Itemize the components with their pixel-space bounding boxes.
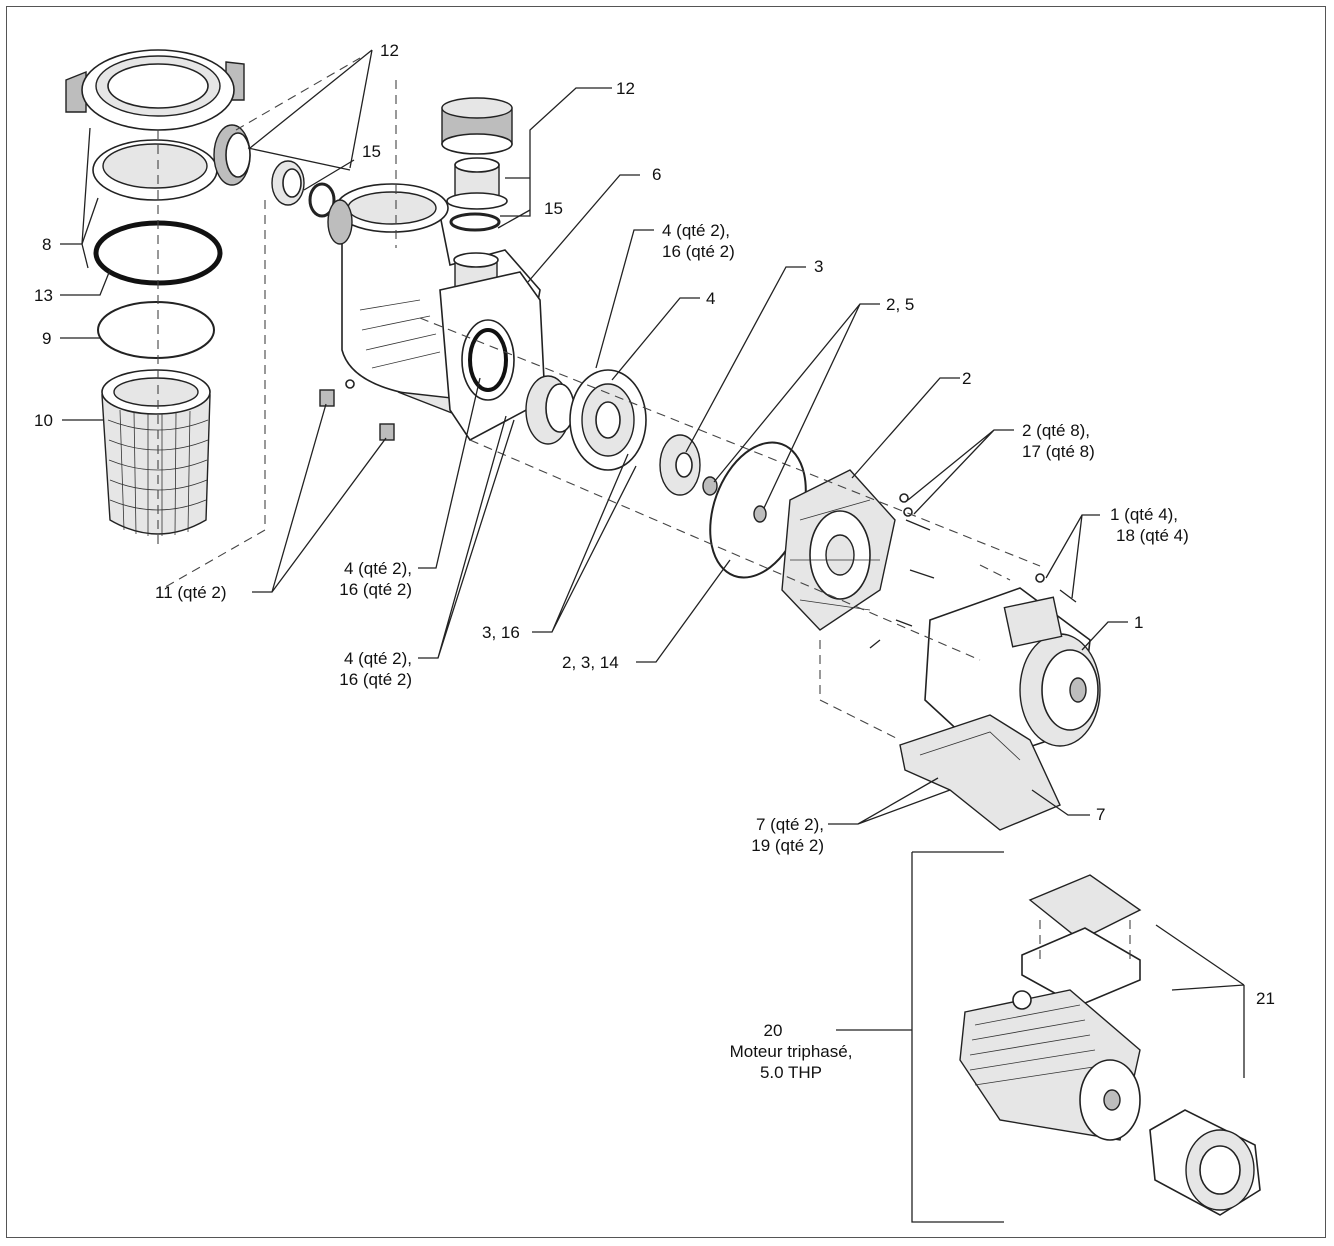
callout-12-left: 12: [380, 41, 399, 60]
gasket-center-seal: [753, 505, 767, 523]
callout-4-16-mid-line2: 16 (qté 2): [339, 580, 412, 599]
callout-15-top: 15: [544, 199, 563, 218]
callout-20-line3: 5.0 THP: [759, 1063, 823, 1082]
callout-1-18: 1 (qté 4), 18 (qté 4): [1110, 504, 1189, 546]
union-nut-left: [213, 124, 251, 186]
callout-4-16-bottom-line1: 4 (qté 2),: [343, 649, 412, 668]
union-o-ring-top: [449, 212, 501, 232]
callout-7-19: 7 (qté 2), 19 (qté 2): [720, 814, 824, 856]
impeller: [659, 434, 701, 496]
callout-2-3-14: 2, 3, 14: [562, 653, 619, 672]
lid-inner-disc: [92, 139, 218, 201]
callout-1-18-line2: 18 (qté 4): [1116, 526, 1189, 545]
strainer-lid: [65, 49, 245, 131]
motor-base: [899, 714, 1061, 831]
terminal-box: [1021, 927, 1141, 1007]
union-tail-top: [446, 157, 508, 210]
callout-1-18-line1: 1 (qté 4),: [1110, 505, 1179, 524]
callout-3-16: 3, 16: [482, 623, 520, 642]
callout-2: 2: [962, 369, 972, 388]
callout-12-top: 12: [616, 79, 635, 98]
fan-cover: [1149, 1109, 1261, 1216]
callout-2-5: 2, 5: [886, 295, 915, 314]
callout-20: 20 Moteur triphasé, 5.0 THP: [716, 1020, 866, 1083]
seal-plate: [525, 375, 575, 445]
callout-2-17-line1: 2 (qté 8),: [1022, 421, 1091, 440]
callout-4-16-top-line1: 4 (qté 2),: [662, 221, 731, 240]
strainer-basket: [101, 369, 211, 536]
callout-10: 10: [34, 411, 53, 430]
callout-3: 3: [814, 257, 824, 276]
leader-lines: [60, 49, 1245, 1223]
bolts-motor: [1035, 573, 1077, 603]
callout-7: 7: [1096, 805, 1106, 824]
callout-4-16-mid: 4 (qté 2), 16 (qté 2): [320, 558, 412, 600]
diffuser: [569, 369, 647, 471]
callout-2-17: 2 (qté 8), 17 (qté 8): [1022, 420, 1095, 462]
union-nut-top: [441, 97, 513, 155]
basket-o-ring: [97, 301, 215, 359]
callout-20-line1: 20: [763, 1021, 783, 1040]
callout-4-16-bottom-line2: 16 (qté 2): [339, 670, 412, 689]
motor: [924, 587, 1101, 761]
motor-adapter-plate: [781, 469, 896, 631]
callout-7-19-line1: 7 (qté 2),: [755, 815, 824, 834]
callout-11: 11 (qté 2): [155, 583, 227, 602]
three-phase-motor: [959, 989, 1141, 1141]
pump-housing: [327, 183, 546, 442]
callout-6: 6: [652, 165, 662, 184]
callout-4-16-top-line2: 16 (qté 2): [662, 242, 735, 261]
callout-4: 4: [706, 289, 716, 308]
callout-2-17-line2: 17 (qté 8): [1022, 442, 1095, 461]
callout-4-16-top: 4 (qté 2), 16 (qté 2): [662, 220, 735, 262]
callout-1: 1: [1134, 613, 1144, 632]
callout-20-line2: Moteur triphasé,: [729, 1042, 853, 1061]
callout-7-19-line2: 19 (qté 2): [751, 836, 824, 855]
callout-4-16-mid-line1: 4 (qté 2),: [343, 559, 412, 578]
diagram-frame: [6, 6, 1326, 1238]
mechanical-seal: [702, 476, 718, 496]
callout-4-16-bottom: 4 (qté 2), 16 (qté 2): [320, 648, 412, 690]
terminal-box-cover: [1028, 874, 1142, 941]
drain-plug-lower: [379, 423, 395, 441]
bolts-adapter: [869, 493, 935, 649]
callout-13: 13: [34, 286, 53, 305]
callout-8: 8: [42, 235, 52, 254]
union-o-ring-left: [308, 182, 336, 218]
callout-21: 21: [1256, 989, 1275, 1008]
union-tail-left: [271, 160, 305, 206]
callout-9: 9: [42, 329, 52, 348]
drain-plug-upper: [319, 379, 355, 407]
callout-15-left: 15: [362, 142, 381, 161]
